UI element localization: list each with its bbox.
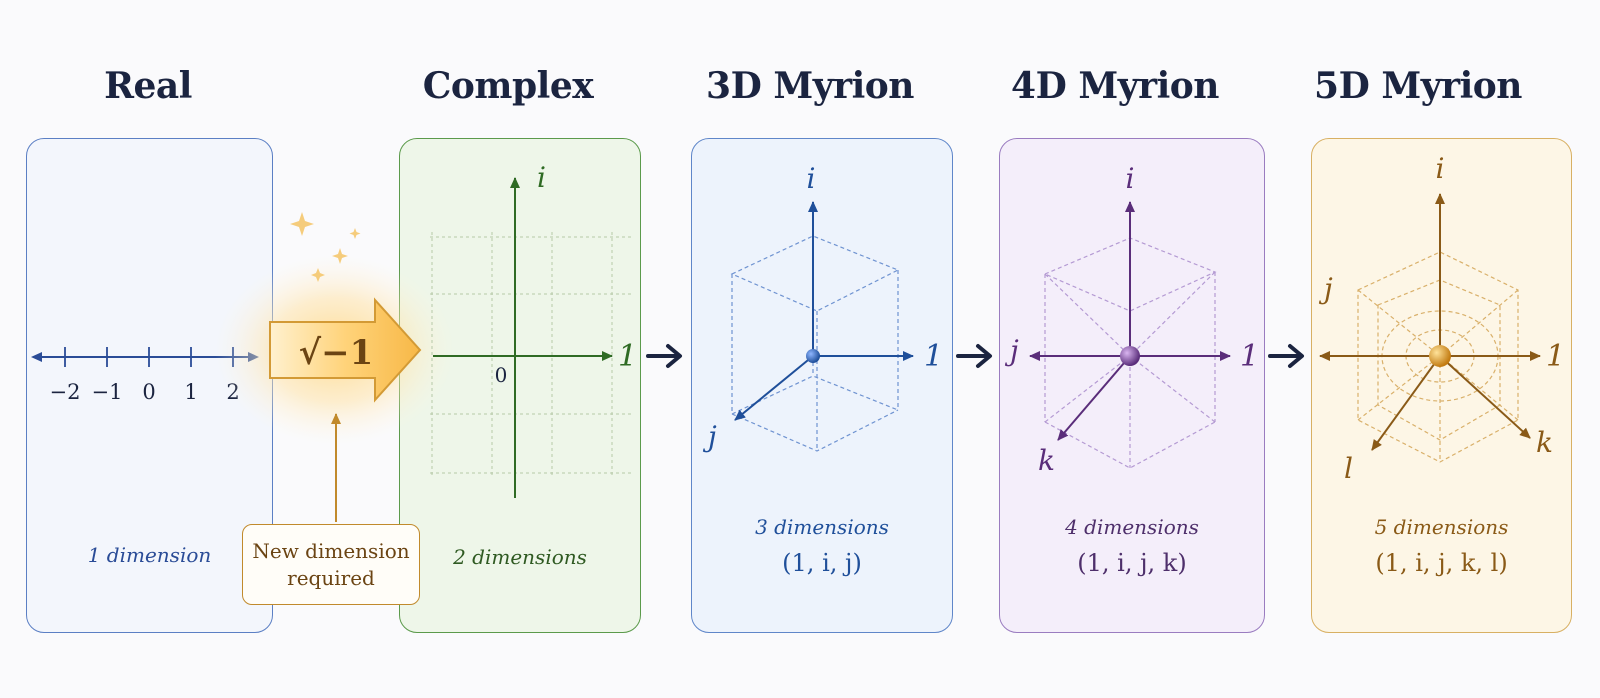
myrion4-i-label: i xyxy=(1126,162,1135,195)
myrion4-axes xyxy=(1029,201,1231,441)
title-complex: Complex xyxy=(422,65,594,107)
real-tick-label: 0 xyxy=(142,380,155,404)
title-4d-myrion: 4D Myrion xyxy=(1011,65,1219,107)
myrion3-i-label: i xyxy=(807,162,816,195)
arrow-right-icon xyxy=(956,344,992,368)
callout-line-2: required xyxy=(287,565,375,590)
myrion5-l-label: l xyxy=(1344,452,1353,485)
basis-5d-myrion: (1, i, j, k, l) xyxy=(1375,549,1508,577)
myrion5-axes xyxy=(1319,193,1541,451)
new-dimension-callout: New dimension required xyxy=(242,524,420,605)
myrion5-i-label: i xyxy=(1436,152,1445,185)
caption-complex: 2 dimensions xyxy=(453,545,587,569)
myrion3-j-label: j xyxy=(702,420,717,453)
real-tick-label: 1 xyxy=(184,380,197,404)
basis-3d-myrion: (1, i, j) xyxy=(782,549,862,577)
complex-origin-label: 0 xyxy=(495,363,508,387)
complex-one-label: 1 xyxy=(618,339,637,374)
origin-node xyxy=(1120,346,1140,366)
real-tick-label: −2 xyxy=(50,380,81,404)
basis-4d-myrion: (1, i, j, k) xyxy=(1077,549,1187,577)
real-number-line xyxy=(31,347,259,367)
caption-real: 1 dimension xyxy=(87,543,212,567)
myrion4-k-label: k xyxy=(1038,444,1055,477)
real-tick-label: −1 xyxy=(92,380,123,404)
sparkle-icon xyxy=(290,212,361,282)
title-5d-myrion: 5D Myrion xyxy=(1314,65,1522,107)
panel-3d-myrion: 3 dimensions (1, i, j) xyxy=(691,138,953,633)
complex-i-label: i xyxy=(537,161,546,194)
callout-line-1: New dimension xyxy=(252,538,410,563)
complex-axes xyxy=(433,177,613,498)
panel-5d-myrion: 5 dimensions (1, i, j, k, l) xyxy=(1311,138,1572,633)
panel-4d-myrion: 4 dimensions (1, i, j, k) xyxy=(999,138,1265,633)
myrion5-j-label: j xyxy=(1318,272,1333,305)
title-real: Real xyxy=(104,65,192,107)
myrion4-one-label: 1 xyxy=(1240,339,1259,374)
myrion3-axes xyxy=(734,201,914,421)
arrow-right-icon xyxy=(646,344,682,368)
origin-node xyxy=(1429,345,1451,367)
sqrt-minus-one-label: √−1 xyxy=(299,333,374,373)
sqrt-transition-arrow xyxy=(215,212,455,445)
origin-node xyxy=(806,349,820,363)
myrion5-one-label: 1 xyxy=(1546,339,1565,374)
myrion5-k-label: k xyxy=(1536,426,1553,459)
caption-4d-myrion: 4 dimensions xyxy=(1065,515,1199,539)
title-3d-myrion: 3D Myrion xyxy=(706,65,914,107)
caption-5d-myrion: 5 dimensions xyxy=(1374,515,1509,539)
myrion3-one-label: 1 xyxy=(924,339,943,374)
myrion3-cube xyxy=(730,235,900,452)
myrion4-j-label: j xyxy=(1004,334,1019,367)
caption-3d-myrion: 3 dimensions xyxy=(755,515,889,539)
arrow-right-icon xyxy=(1268,344,1304,368)
